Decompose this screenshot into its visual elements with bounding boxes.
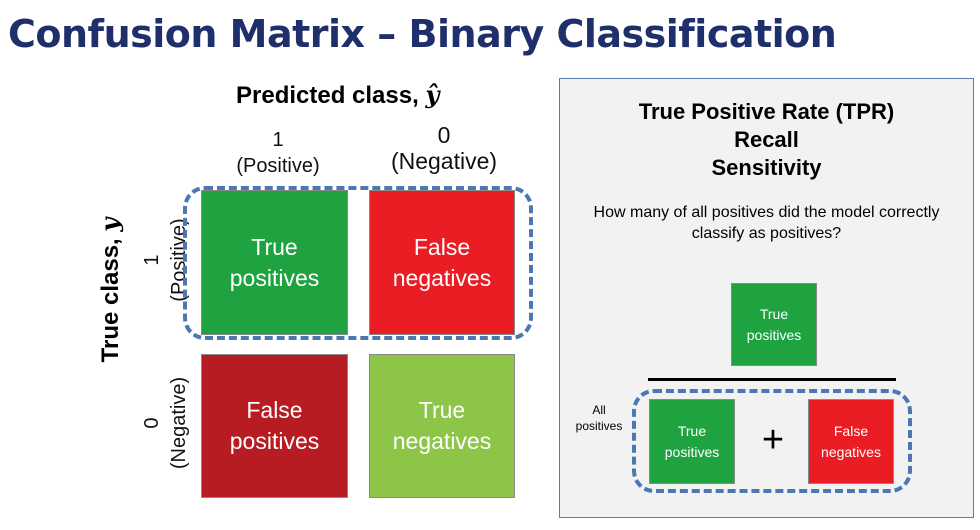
column-header-negative: 0 (Negative) (374, 122, 514, 174)
column-header-value: 1 (272, 129, 284, 151)
row-header-name: (Negative) (168, 376, 190, 470)
tpr-panel-title: True Positive Rate (TPR) Recall Sensitiv… (570, 98, 963, 182)
cell-text: negatives (392, 428, 492, 454)
true-class-symbol: y (95, 217, 124, 232)
panel-title-line: True Positive Rate (TPR) (638, 99, 895, 124)
predicted-class-symbol: ŷ (425, 80, 440, 109)
cell-text: negatives (392, 264, 492, 291)
cell-text: positives (746, 326, 802, 343)
numerator-true-positives: True positives (731, 283, 817, 366)
cell-text: True (418, 397, 466, 423)
cell-text: False (246, 397, 303, 423)
cell-true-negatives: True negatives (369, 354, 515, 498)
cell-text: True (759, 305, 789, 322)
true-class-label: True class, y (90, 200, 130, 380)
fraction-bar (648, 378, 896, 381)
cell-text: True (677, 422, 707, 439)
cell-text: positives (664, 443, 720, 460)
denominator-true-positives: True positives (649, 399, 735, 484)
all-positives-outline (632, 389, 912, 493)
cell-true-positives: True positives (201, 190, 348, 335)
predicted-class-label: Predicted class, ŷ (236, 80, 439, 110)
denominator-false-negatives: False negatives (808, 399, 894, 484)
tpr-panel (559, 78, 974, 518)
page-title: Confusion Matrix – Binary Classification (8, 12, 837, 56)
cell-false-negatives: False negatives (369, 190, 515, 335)
cell-text: True (251, 233, 298, 260)
true-class-text: True class, (97, 231, 124, 363)
row-header-negative: 0 (Negative) (139, 348, 193, 498)
column-header-positive: 1 (Positive) (218, 127, 338, 179)
column-header-value: 0 (437, 122, 451, 148)
positive-row-outline (183, 186, 533, 340)
label-line: positives (575, 419, 623, 433)
plus-operator: + (761, 419, 785, 461)
all-positives-label: All positives (568, 402, 630, 434)
panel-title-line: Sensitivity (711, 155, 822, 180)
label-line: All (592, 403, 606, 417)
tpr-question: How many of all positives did the model … (593, 204, 940, 242)
panel-title-line: Recall (734, 127, 799, 152)
cell-text: negatives (821, 443, 881, 460)
cell-text: False (413, 233, 471, 260)
cell-text: positives (229, 264, 320, 291)
cell-text: False (833, 422, 869, 439)
row-header-value: 0 (141, 417, 163, 429)
cell-text: positives (229, 428, 320, 454)
row-header-value: 1 (141, 254, 163, 266)
column-header-name: (Positive) (236, 155, 320, 177)
predicted-class-text: Predicted class, (236, 82, 426, 109)
cell-false-positives: False positives (201, 354, 348, 498)
column-header-name: (Negative) (390, 148, 498, 174)
